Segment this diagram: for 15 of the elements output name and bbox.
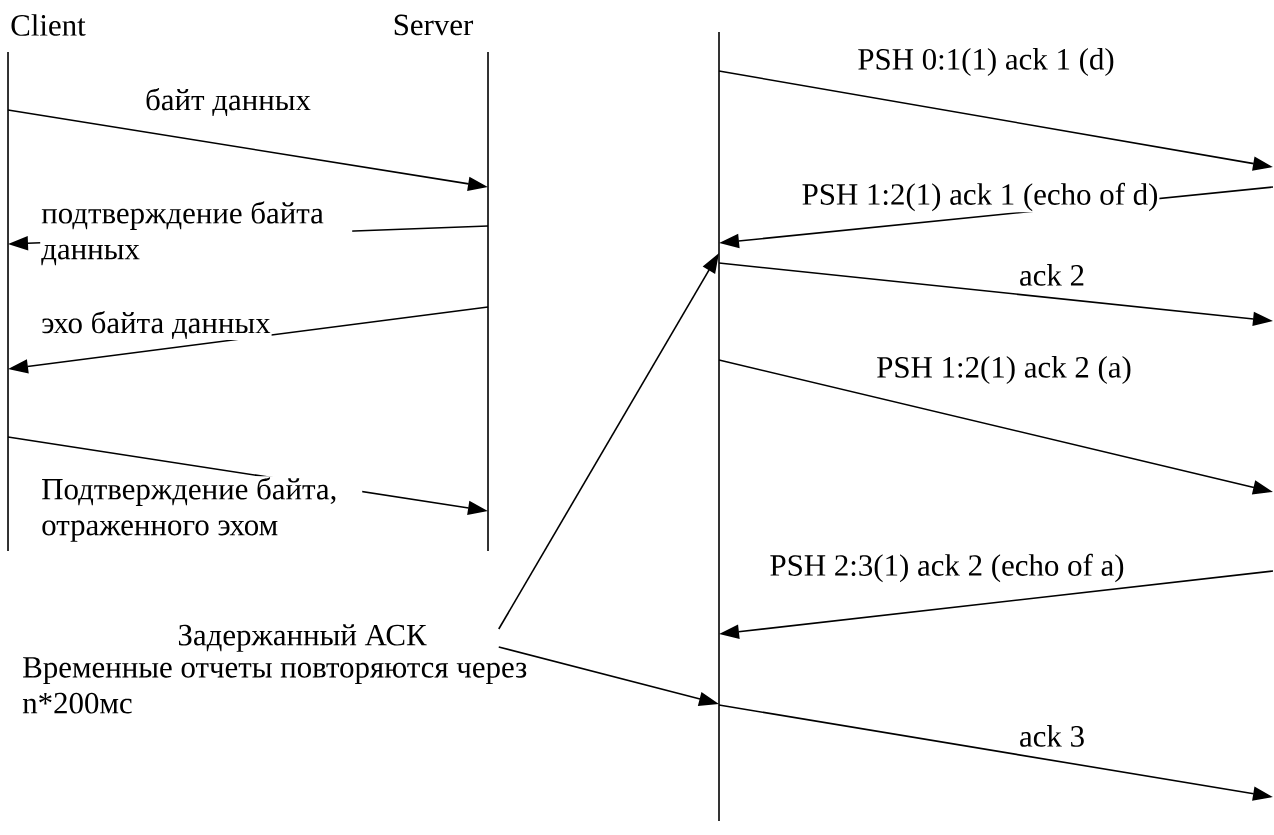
edge-label: ack 3: [1020, 725, 1084, 747]
lifeline: [718, 31, 720, 822]
edge-label: PSH 0:1(1) ack 1 (d): [858, 48, 1114, 76]
edge-label: эхо байта данных: [40, 309, 272, 341]
lifeline-label: Client: [11, 14, 86, 36]
edge-label: байт данных: [146, 87, 311, 117]
note-heading: Задержанный АСК: [178, 624, 427, 652]
edge-label: ack 2: [1020, 264, 1084, 286]
edge-label: Подтверждение байта, отраженного эхом: [40, 476, 363, 543]
lifeline-label: Server: [394, 14, 474, 36]
edge-label: PSH 1:2(1) ack 1 (echo of d): [800, 181, 1160, 213]
edge-label: подтверждение байта данных: [40, 200, 353, 267]
edge-label: PSH 2:3(1) ack 2 (echo of a): [770, 553, 1124, 583]
note-text: Временные отчеты повторяются через n*200мс: [22, 657, 527, 714]
edge-label: PSH 1:2(1) ack 2 (a): [877, 356, 1131, 384]
